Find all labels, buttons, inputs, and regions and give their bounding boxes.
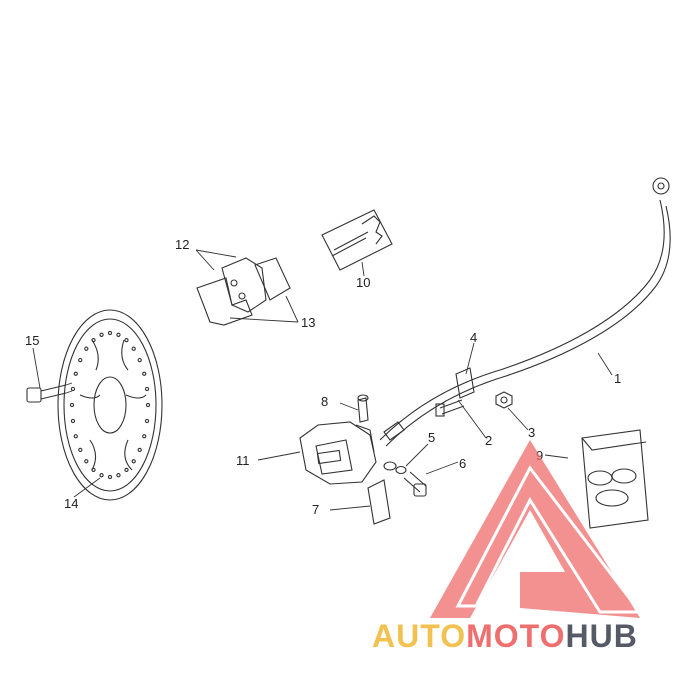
- disc-hole: [144, 386, 150, 392]
- callout-7: 7: [312, 502, 319, 517]
- disc-hole: [124, 467, 129, 473]
- callout-8: 8: [321, 394, 328, 409]
- bleed-screw: [357, 394, 369, 423]
- logo-hub: HUB: [565, 618, 638, 654]
- disc-hole: [131, 346, 136, 351]
- callout-4: 4: [470, 330, 477, 345]
- watermark-logo-text: AUTOMOTOHUB: [372, 618, 638, 655]
- seal-kit: [581, 429, 649, 529]
- brake-caliper: [299, 421, 377, 485]
- brake-disc: [57, 309, 163, 501]
- disc-hole: [73, 371, 78, 376]
- disc-hole: [142, 371, 147, 376]
- callout-12: 12: [175, 237, 189, 252]
- callout-10: 10: [356, 275, 370, 290]
- callout-6: 6: [459, 456, 466, 471]
- pad-pin-kit: [321, 209, 393, 271]
- callout-3: 3: [528, 425, 535, 440]
- logo-moto: MOTO: [466, 618, 566, 654]
- disc-hole: [137, 447, 142, 453]
- callout-5: 5: [428, 430, 435, 445]
- nut: [495, 391, 513, 409]
- callout-15: 15: [25, 333, 39, 348]
- disc-hole: [78, 447, 83, 453]
- disc-hole: [69, 402, 75, 408]
- disc-hole: [131, 459, 136, 464]
- callout-1: 1: [614, 371, 621, 386]
- disc-hole: [84, 346, 89, 351]
- disc-hole: [107, 474, 113, 480]
- leader-lines: [32, 249, 613, 511]
- brake-pads: [196, 257, 291, 326]
- disc-bolt: [26, 382, 73, 403]
- disc-hole: [99, 332, 104, 337]
- disc-hole: [144, 418, 150, 424]
- disc-hole: [84, 459, 89, 464]
- disc-hole: [145, 402, 151, 408]
- callouts: 1 2 3 4 5 6 7 8 9 10 11 12 13 14 15: [25, 237, 621, 517]
- brake-hose: [379, 177, 671, 447]
- disc-hole: [124, 337, 129, 343]
- disc-hole: [107, 330, 113, 336]
- callout-11: 11: [236, 453, 250, 468]
- disc-hole: [78, 357, 83, 363]
- disc-hole: [137, 357, 142, 363]
- disc-hole: [142, 434, 147, 439]
- disc-hole: [70, 418, 76, 424]
- disc-hole: [73, 434, 78, 439]
- banjo-bolt: [383, 461, 427, 497]
- disc-hole: [116, 332, 121, 337]
- logo-auto: AUTO: [372, 618, 467, 654]
- disc-hole: [99, 473, 104, 478]
- disc-hole: [70, 386, 76, 392]
- callout-9: 9: [536, 448, 543, 463]
- pad-spring: [367, 479, 391, 525]
- callout-14: 14: [64, 496, 78, 511]
- callout-13: 13: [301, 315, 315, 330]
- watermark-logo-mark: [430, 440, 644, 618]
- hose-guide: [435, 367, 475, 417]
- callout-2: 2: [485, 433, 492, 448]
- disc-hole: [116, 473, 121, 478]
